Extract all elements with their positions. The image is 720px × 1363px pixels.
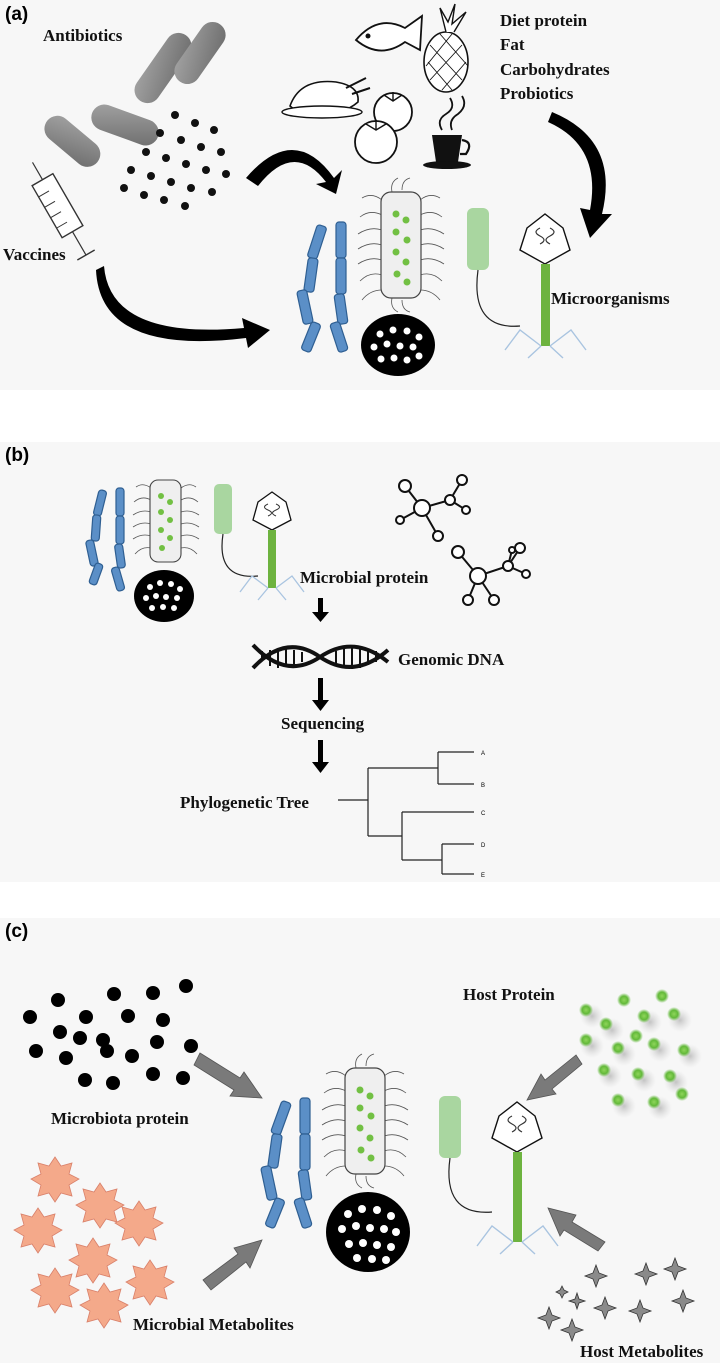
flagellated-bacterium-icon <box>321 1053 409 1189</box>
panel-a: (a) Antibiotics Vaccines Diet protein Fa… <box>3 3 670 376</box>
microbial-metabolites-icon <box>13 1156 175 1329</box>
microbial-metabolites-label: Microbial Metabolites <box>133 1315 294 1334</box>
arrow-microbiota-protein-to-microbes <box>193 1052 263 1099</box>
tree-leaf-d: D <box>481 843 486 849</box>
tree-leaf-c: C <box>481 811 486 817</box>
flagellated-bacterium-icon <box>132 479 200 563</box>
molecule-icon <box>451 542 531 606</box>
arrow-host-protein-to-microbes <box>526 1054 583 1101</box>
probiotics-label: Probiotics <box>500 84 574 103</box>
host-protein-label: Host Protein <box>463 985 555 1004</box>
microorganisms-label: Microorganisms <box>551 289 670 308</box>
molecule-icon <box>395 474 471 542</box>
microbial-protein-label: Microbial protein <box>300 568 429 587</box>
phylogenetic-tree-label: Phylogenetic Tree <box>180 793 309 812</box>
pineapple-icon <box>423 3 469 93</box>
bacteriophage-icon <box>239 491 305 601</box>
arrow-protein-to-dna <box>312 598 329 622</box>
host-metabolites-icon <box>536 1256 696 1343</box>
microbe-cluster-b <box>85 479 305 622</box>
tomato-icon <box>354 92 413 164</box>
coccus-cluster-icon <box>361 314 435 376</box>
syringe-icon <box>31 162 96 261</box>
arrow-dna-to-sequencing <box>312 678 329 711</box>
green-bacterium-icon <box>439 1096 493 1213</box>
host-metabolites-label: Host Metabolites <box>580 1342 704 1361</box>
blue-rod-chains-icon <box>85 487 126 592</box>
arrow-diet-to-microbes <box>548 112 612 238</box>
green-bacterium-icon <box>214 484 259 577</box>
dna-double-helix-icon <box>251 643 390 670</box>
blue-rod-chains-icon <box>260 1097 313 1229</box>
antibiotics-label: Antibiotics <box>43 26 123 45</box>
roast-chicken-icon <box>281 77 371 119</box>
antibiotic-capsules-icon <box>44 21 226 167</box>
diet-protein-label: Diet protein <box>500 11 588 30</box>
microbe-cluster-c <box>260 1053 559 1272</box>
arrow-host-metabolites-to-microbes <box>547 1207 606 1252</box>
arrow-microbial-metabolites-to-microbes <box>202 1239 263 1291</box>
microbe-cluster-a <box>296 177 587 376</box>
coccus-cluster-icon <box>326 1192 410 1272</box>
sequencing-label: Sequencing <box>281 714 365 733</box>
tree-leaf-e: E <box>481 873 485 879</box>
arrow-antibiotics-to-microbes <box>246 150 342 194</box>
microbiota-protein-label: Microbiota protein <box>51 1109 189 1128</box>
fish-icon <box>354 14 424 52</box>
panel-b: (b) Microbial protein Genomic DNA Sequen… <box>5 445 531 879</box>
microbiota-protein-dots-icon <box>23 979 198 1090</box>
arrow-vaccines-to-microbes <box>96 266 270 348</box>
phylogenetic-tree: A B C D E <box>338 751 486 879</box>
panel-b-letter: (b) <box>5 445 29 466</box>
host-protein-blobs-icon <box>579 989 702 1120</box>
coffee-cup-icon <box>423 95 471 169</box>
panel-c-letter: (c) <box>5 921 28 942</box>
panel-a-background <box>0 0 720 390</box>
green-bacterium-icon <box>467 208 521 327</box>
vaccines-label: Vaccines <box>3 245 66 264</box>
fat-label: Fat <box>500 35 525 54</box>
tree-leaf-a: A <box>481 751 485 757</box>
blue-rod-chains-icon <box>296 221 349 353</box>
bacteriophage-icon <box>504 213 587 359</box>
genomic-dna-label: Genomic DNA <box>398 650 505 669</box>
flagellated-bacterium-icon <box>357 177 445 313</box>
tree-leaf-b: B <box>481 783 485 789</box>
arrow-sequencing-to-tree <box>312 740 329 773</box>
panel-c: (c) Host Protein Microbiota protein Micr… <box>5 921 704 1361</box>
bacteriophage-icon <box>476 1101 559 1255</box>
carbohydrates-label: Carbohydrates <box>500 60 610 79</box>
panel-a-letter: (a) <box>5 4 28 25</box>
coccus-cluster-icon <box>134 570 194 622</box>
antibiotic-dots-icon <box>120 111 230 210</box>
